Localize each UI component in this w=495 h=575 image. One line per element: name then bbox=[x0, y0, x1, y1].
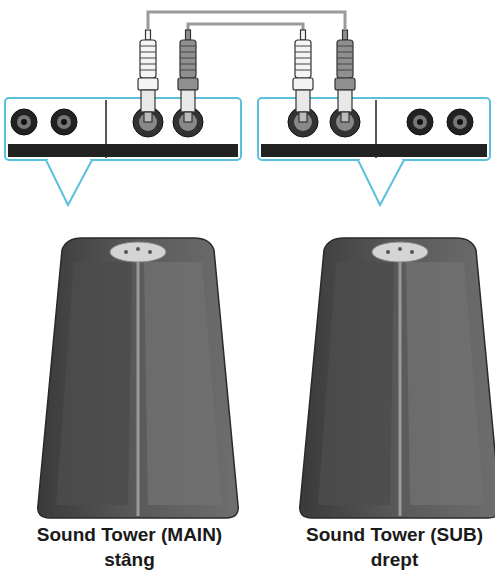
speaker-node: Sound Tower (MAIN)stâng bbox=[5, 30, 254, 575]
side-label: drept bbox=[290, 548, 495, 572]
speaker-name: Sound Tower (SUB) bbox=[290, 523, 495, 547]
audio-cable bbox=[148, 12, 345, 30]
speaker-name: Sound Tower (MAIN) bbox=[5, 523, 254, 547]
speaker-node: Sound Tower (SUB)drept bbox=[290, 30, 495, 575]
side-label: stâng bbox=[5, 548, 254, 572]
